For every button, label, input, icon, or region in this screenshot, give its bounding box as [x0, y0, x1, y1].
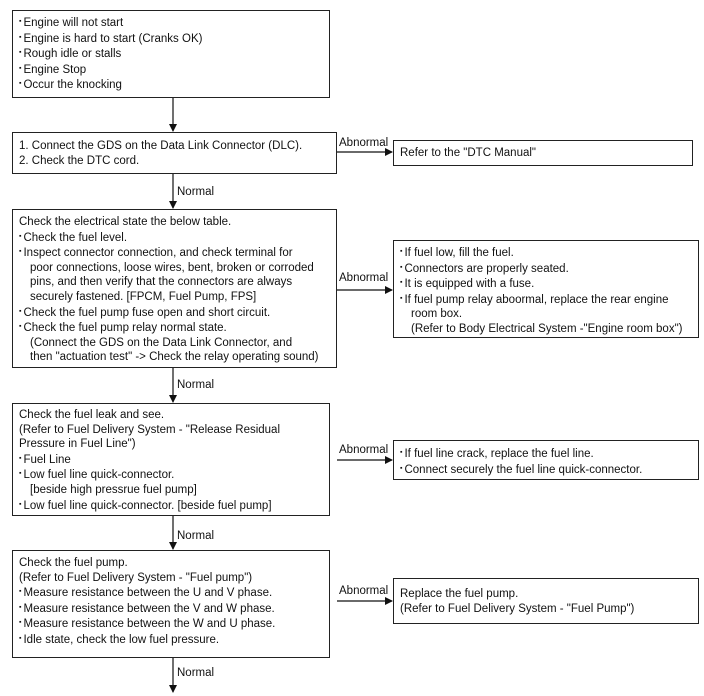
- action-item: Connect securely the fuel line quick-con…: [400, 462, 692, 478]
- check-item: Fuel Line: [19, 452, 323, 468]
- action-item: Connectors are properly seated.: [400, 261, 692, 277]
- electrical-action-box: If fuel low, fill the fuel. Connectors a…: [393, 240, 699, 338]
- action-text: Replace the fuel pump.: [400, 588, 519, 600]
- check-item: Check the fuel pump relay normal state.: [19, 320, 330, 336]
- check-intro: (Refer to Fuel Delivery System - "Releas…: [19, 423, 281, 436]
- abnormal-label: Abnormal: [339, 585, 389, 597]
- normal-label: Normal: [177, 530, 215, 542]
- symptom-item: Engine will not start: [19, 15, 323, 31]
- check-intro: Check the fuel leak and see.: [19, 409, 165, 421]
- check-intro: Check the electrical state the below tab…: [19, 216, 232, 228]
- electrical-check-box: Check the electrical state the below tab…: [12, 209, 337, 368]
- action-item: If fuel low, fill the fuel.: [400, 245, 692, 261]
- result-text: Refer to the "DTC Manual": [400, 147, 536, 159]
- check-intro: Check the fuel pump.: [19, 557, 128, 569]
- check-item-cont: securely fastened. [FPCM, Fuel Pump, FPS…: [30, 290, 257, 303]
- check-item: Measure resistance between the U and V p…: [19, 585, 323, 601]
- check-item-cont: (Connect the GDS on the Data Link Connec…: [30, 336, 293, 349]
- check-intro: (Refer to Fuel Delivery System - "Fuel p…: [19, 571, 253, 584]
- normal-label: Normal: [177, 186, 215, 198]
- action-item: It is equipped with a fuse.: [400, 276, 692, 292]
- symptom-item: Occur the knocking: [19, 77, 323, 93]
- action-item: If fuel line crack, replace the fuel lin…: [400, 446, 692, 462]
- abnormal-label: Abnormal: [339, 272, 389, 284]
- normal-label: Normal: [177, 667, 215, 679]
- fuel-leak-action-box: If fuel line crack, replace the fuel lin…: [393, 440, 699, 480]
- check-item: Inspect connector connection, and check …: [19, 245, 330, 261]
- action-item-cont: room box.: [411, 308, 463, 321]
- check-item: Low fuel line quick-connector. [beside f…: [19, 498, 323, 514]
- normal-label: Normal: [177, 379, 215, 391]
- action-item: If fuel pump relay aboormal, replace the…: [400, 292, 692, 308]
- check-item: Idle state, check the low fuel pressure.: [19, 632, 323, 648]
- check-item-cont: then "actuation test" -> Check the relay…: [30, 351, 319, 364]
- step-text: 2. Check the DTC cord.: [19, 154, 140, 167]
- check-item: Low fuel line quick-connector.: [19, 467, 323, 483]
- step-text: 1. Connect the GDS on the Data Link Conn…: [19, 140, 303, 152]
- check-item-cont: pins, and then verify that the connector…: [30, 276, 293, 289]
- symptom-item: Rough idle or stalls: [19, 46, 323, 62]
- check-item: Measure resistance between the W and U p…: [19, 616, 323, 632]
- dtc-manual-box: Refer to the "DTC Manual": [393, 140, 693, 166]
- check-item: Check the fuel pump fuse open and short …: [19, 305, 330, 321]
- abnormal-label: Abnormal: [339, 444, 389, 456]
- action-item-cont: (Refer to Body Electrical System -"Engin…: [411, 322, 683, 335]
- symptom-item: Engine is hard to start (Cranks OK): [19, 31, 323, 47]
- check-intro: Pressure in Fuel Line"): [19, 438, 136, 451]
- check-item: Measure resistance between the V and W p…: [19, 601, 323, 617]
- dtc-check-box: 1. Connect the GDS on the Data Link Conn…: [12, 132, 337, 174]
- check-item-cont: poor connections, loose wires, bent, bro…: [30, 261, 314, 274]
- fuel-pump-action-box: Replace the fuel pump. (Refer to Fuel De…: [393, 578, 699, 624]
- symptom-item: Engine Stop: [19, 62, 323, 78]
- action-text: (Refer to Fuel Delivery System - "Fuel P…: [400, 602, 635, 615]
- symptoms-box: Engine will not start Engine is hard to …: [12, 10, 330, 98]
- check-item-cont: [beside high pressrue fuel pump]: [30, 483, 197, 496]
- abnormal-label: Abnormal: [339, 137, 389, 149]
- fuel-leak-check-box: Check the fuel leak and see. (Refer to F…: [12, 403, 330, 516]
- fuel-pump-check-box: Check the fuel pump. (Refer to Fuel Deli…: [12, 550, 330, 658]
- check-item: Check the fuel level.: [19, 230, 330, 246]
